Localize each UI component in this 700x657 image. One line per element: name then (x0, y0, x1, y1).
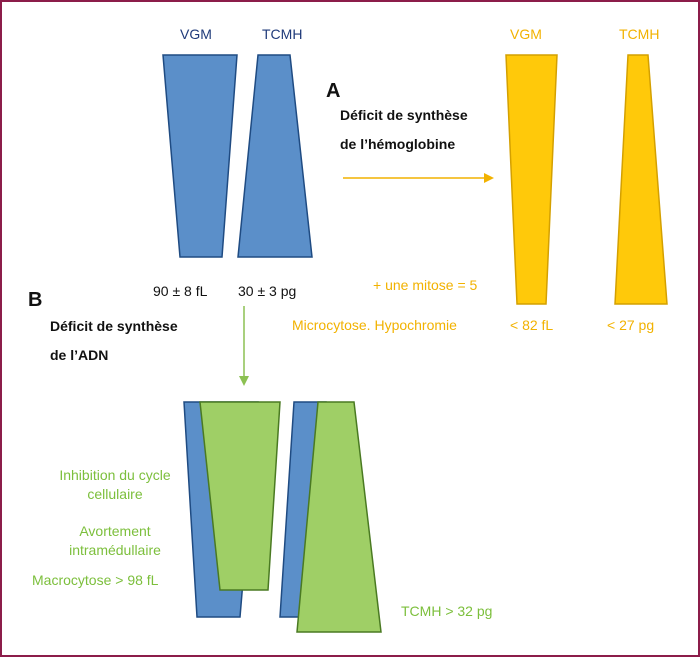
normal-vgm-value: 90 ± 8 fL (153, 283, 208, 299)
A-tcmh-label: TCMH (619, 26, 660, 42)
normal-vgm-shape (162, 54, 238, 258)
A-mitose-note: + une mitose = 5 (373, 277, 478, 293)
A-vgm-shape (505, 54, 558, 305)
B-note1-line2: cellulaire (87, 486, 143, 502)
A-result: Microcytose. Hypochromie (292, 317, 457, 333)
A-title-line2: de l’hémoglobine (340, 136, 456, 152)
normal-tcmh-shape (237, 54, 313, 258)
A-vgm-value: < 82 fL (510, 317, 554, 333)
B-tcmh-value: TCMH > 32 pg (401, 603, 493, 619)
B-tcmh-shape (296, 401, 382, 633)
normal-tcmh-label: TCMH (262, 26, 303, 42)
normal-tcmh-value: 30 ± 3 pg (238, 283, 297, 299)
B-title-line1: Déficit de synthèse (50, 318, 178, 334)
A-vgm-label: VGM (510, 26, 542, 42)
A-tcmh-shape (614, 54, 668, 305)
A-title-line1: Déficit de synthèse (340, 107, 468, 123)
B-title-line2: de l’ADN (50, 347, 109, 363)
A-tcmh-value: < 27 pg (607, 317, 655, 333)
B-macrocytose: Macrocytose > 98 fL (32, 572, 159, 588)
A-letter: A (326, 80, 341, 102)
B-note2-line2: intramédullaire (69, 542, 161, 558)
B-letter: B (28, 289, 43, 311)
B-note2-line1: Avortement (79, 523, 151, 539)
B-vgm-shape (199, 401, 281, 591)
normal-vgm-label: VGM (180, 26, 212, 42)
B-note1-line1: Inhibition du cycle (59, 467, 171, 483)
